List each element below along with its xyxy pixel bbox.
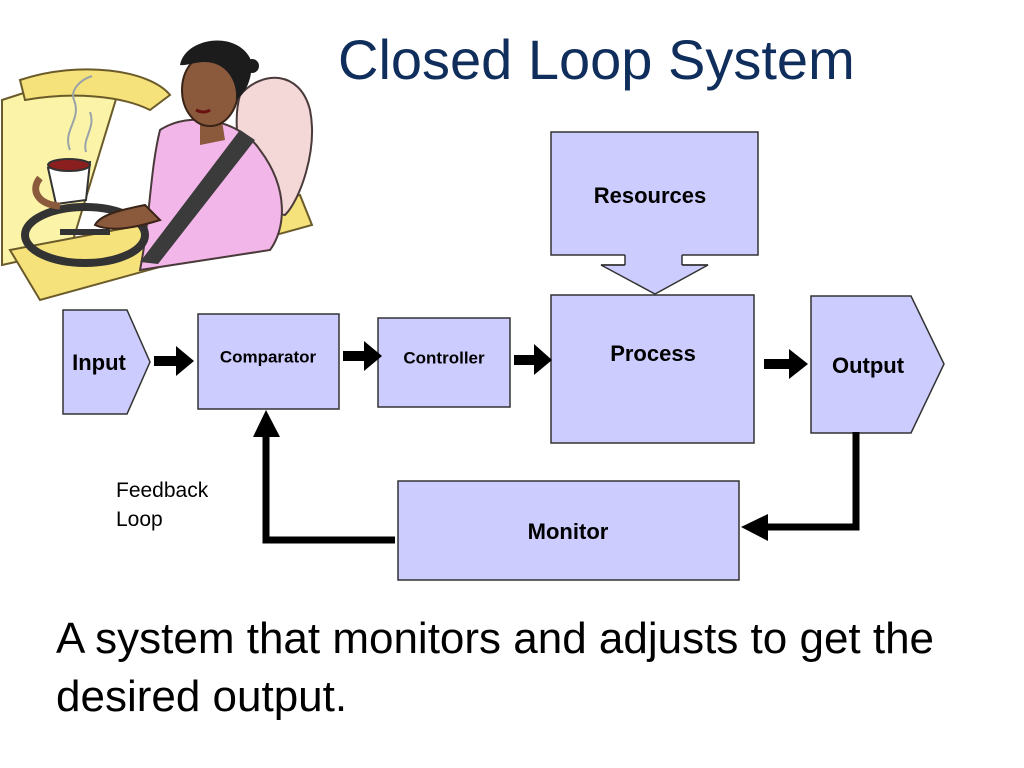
process-label: Process <box>610 341 696 366</box>
flow-arrows <box>154 341 808 379</box>
monitor-node <box>397 480 740 581</box>
output-label: Output <box>831 353 905 378</box>
feedback-loop-label: Feedback Loop <box>116 476 246 534</box>
monitor-label: Monitor <box>527 519 609 544</box>
input-to-comparator-arrow <box>154 346 194 376</box>
controller-node <box>377 317 511 408</box>
feedback-loop <box>253 410 860 544</box>
monitor-to-comparator-arrowhead <box>253 410 280 437</box>
resources-to-process-arrow <box>600 264 709 295</box>
process-to-output-arrow <box>764 349 808 379</box>
controller-to-process-arrow <box>514 344 552 375</box>
output-to-monitor-arrowhead <box>741 514 768 541</box>
process-node <box>550 294 755 444</box>
output-node <box>810 295 945 434</box>
resources-node <box>550 131 759 256</box>
controller-label: Controller <box>403 348 485 368</box>
driver-illustration <box>1 40 314 302</box>
comparator-node <box>197 313 340 410</box>
input-label: Input <box>72 350 126 375</box>
feedback-label-line1: Feedback <box>116 479 209 502</box>
feedback-label-line2: Loop <box>116 508 163 531</box>
resources-label: Resources <box>593 183 707 208</box>
slide-caption: A system that monitors and adjusts to ge… <box>56 614 935 721</box>
comparator-to-controller-arrow <box>343 341 382 371</box>
comparator-label: Comparator <box>219 347 317 367</box>
slide-title: Closed Loop System <box>338 28 855 91</box>
input-node <box>62 309 151 415</box>
